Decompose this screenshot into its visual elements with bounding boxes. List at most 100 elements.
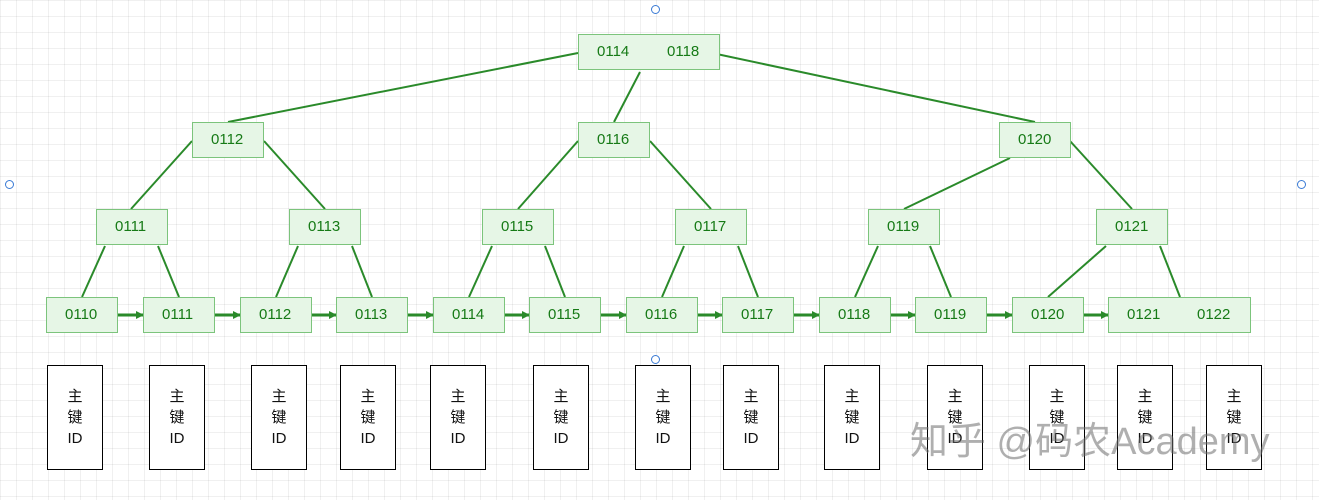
leaf-key: 0114	[452, 306, 485, 323]
leaf-node[interactable]: 0111	[143, 297, 215, 333]
tree-edge	[351, 245, 373, 298]
pk-char: 主	[450, 388, 466, 405]
tree-edge	[1047, 245, 1107, 298]
leaf-key: 0117	[741, 306, 774, 323]
pk-char: 键	[271, 409, 287, 426]
pk-char: ID	[553, 430, 569, 447]
leaf-node[interactable]: 0120	[1012, 297, 1084, 333]
leaf-node[interactable]: 0119	[915, 297, 987, 333]
pk-char: 主	[67, 388, 83, 405]
pk-char: 键	[947, 409, 963, 426]
leaf-key: 0115	[548, 306, 581, 323]
level2-node[interactable]: 0111	[96, 209, 168, 245]
pk-char: ID	[655, 430, 671, 447]
primary-key-box: 主 键 ID	[723, 365, 779, 470]
pk-char: 主	[1137, 388, 1153, 405]
pk-char: 主	[360, 388, 376, 405]
pk-char: 主	[844, 388, 860, 405]
pk-char: 键	[360, 409, 376, 426]
tree-edge	[661, 245, 685, 298]
root-key-1: 0114	[597, 43, 630, 60]
tree-edge	[275, 245, 299, 298]
leaf-node[interactable]: 0112	[240, 297, 312, 333]
level2-node[interactable]: 0115	[482, 209, 554, 245]
primary-key-box: 主 键 ID	[1206, 365, 1262, 470]
pk-char: 主	[271, 388, 287, 405]
level1-node[interactable]: 0116	[578, 122, 650, 158]
node-key: 0115	[501, 218, 534, 235]
resize-handle-left[interactable]	[5, 180, 14, 189]
level2-node[interactable]: 0117	[675, 209, 747, 245]
node-key: 0113	[308, 218, 341, 235]
pk-char: 主	[169, 388, 185, 405]
leaf-key: 0112	[259, 306, 292, 323]
watermark-text: 知乎 @码农Academy	[910, 421, 1270, 463]
pk-char: 主	[1226, 388, 1242, 405]
primary-key-box: 主 键 ID	[1117, 365, 1173, 470]
primary-key-box: 主 键 ID	[251, 365, 307, 470]
pk-char: 键	[1226, 409, 1242, 426]
pk-char: ID	[947, 430, 963, 447]
tree-edge	[157, 245, 180, 298]
tree-edge	[711, 52, 1036, 123]
level1-node[interactable]: 0120	[999, 122, 1071, 158]
node-key: 0111	[115, 218, 147, 235]
pk-char: 键	[67, 409, 83, 426]
leaf-node[interactable]: 0121 0122	[1108, 297, 1251, 333]
leaf-node[interactable]: 0113	[336, 297, 408, 333]
leaf-node[interactable]: 0118	[819, 297, 891, 333]
leaf-node[interactable]: 0115	[529, 297, 601, 333]
pk-char: ID	[271, 430, 287, 447]
primary-key-box: 主 键 ID	[430, 365, 486, 470]
leaf-key: 0111	[162, 306, 194, 323]
pk-char: 键	[743, 409, 759, 426]
resize-handle-bottom[interactable]	[651, 355, 660, 364]
tree-edge	[737, 245, 759, 298]
root-node[interactable]: 0114 0118	[578, 34, 720, 70]
tree-edge	[130, 140, 193, 210]
primary-key-box: 主 键 ID	[1029, 365, 1085, 470]
tree-edge	[649, 140, 712, 210]
leaf-key: 0118	[838, 306, 871, 323]
pk-char: 主	[655, 388, 671, 405]
level2-node[interactable]: 0121	[1096, 209, 1168, 245]
pk-char: ID	[67, 430, 83, 447]
tree-edge	[854, 245, 879, 298]
pk-char: 键	[450, 409, 466, 426]
leaf-key: 0113	[355, 306, 388, 323]
pk-char: 键	[169, 409, 185, 426]
leaf-node[interactable]: 0114	[433, 297, 505, 333]
level2-node[interactable]: 0119	[868, 209, 940, 245]
resize-handle-top[interactable]	[651, 5, 660, 14]
node-key: 0117	[694, 218, 727, 235]
pk-char: 键	[844, 409, 860, 426]
leaf-node[interactable]: 0110	[46, 297, 118, 333]
tree-edge	[468, 245, 493, 298]
tree-edge	[263, 140, 326, 210]
leaf-node[interactable]: 0116	[626, 297, 698, 333]
tree-edge	[517, 140, 579, 210]
node-key: 0120	[1018, 131, 1052, 148]
pk-char: 键	[655, 409, 671, 426]
pk-char: ID	[450, 430, 466, 447]
tree-edge	[613, 71, 641, 123]
node-key: 0119	[887, 218, 920, 235]
tree-edge	[1069, 140, 1133, 210]
pk-char: ID	[1137, 430, 1153, 447]
pk-char: 键	[1049, 409, 1065, 426]
pk-char: ID	[1049, 430, 1065, 447]
node-key: 0121	[1115, 218, 1149, 235]
pk-char: ID	[844, 430, 860, 447]
tree-edge	[81, 245, 106, 298]
primary-key-box: 主 键 ID	[824, 365, 880, 470]
primary-key-box: 主 键 ID	[149, 365, 205, 470]
leaf-node[interactable]: 0117	[722, 297, 794, 333]
primary-key-box: 主 键 ID	[47, 365, 103, 470]
resize-handle-right[interactable]	[1297, 180, 1306, 189]
level1-node[interactable]: 0112	[192, 122, 264, 158]
pk-char: ID	[743, 430, 759, 447]
primary-key-box: 主 键 ID	[533, 365, 589, 470]
level2-node[interactable]: 0113	[289, 209, 361, 245]
